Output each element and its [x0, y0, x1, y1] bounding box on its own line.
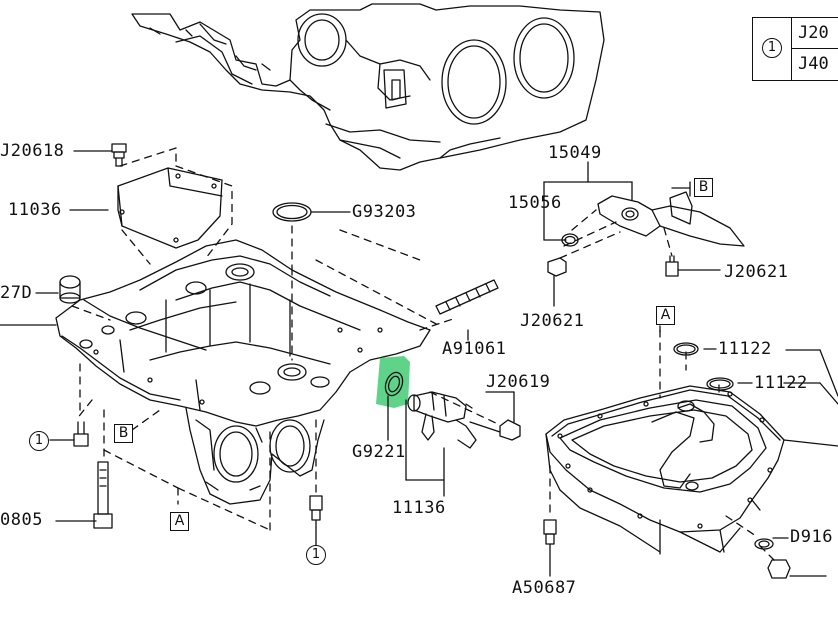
stud-a91061	[435, 279, 499, 341]
legend-symbol-cell: 1	[753, 18, 792, 80]
drain-plug-d916	[754, 537, 827, 579]
bolt-a50687	[543, 519, 557, 577]
label-g9221: G9221	[352, 442, 406, 462]
label-15056: 15056	[508, 193, 562, 213]
label-j20621-right: J20621	[724, 262, 789, 282]
label-j20618: J20618	[0, 141, 65, 161]
label-11122-upper: 11122	[718, 339, 772, 359]
label-0805: 0805	[0, 510, 43, 530]
label-15049: 15049	[548, 143, 602, 163]
legend-circle: 1	[762, 38, 782, 58]
label-j20619: J20619	[486, 372, 551, 392]
cover-11036	[69, 147, 233, 265]
label-11122-lower: 11122	[754, 373, 808, 393]
bolt-0805	[55, 461, 113, 529]
legend-table: 1 J20 J40	[752, 17, 838, 81]
label-j20621-center: J20621	[520, 311, 585, 331]
bolt-j20618	[73, 143, 127, 167]
label-a91061: A91061	[442, 339, 507, 359]
label-d916: D916	[790, 527, 833, 547]
ref-box-b-right: B	[694, 178, 713, 197]
label-27d: 27D	[0, 283, 33, 303]
o-ring-g9221	[376, 356, 410, 441]
label-a50687: A50687	[512, 578, 577, 598]
ref-circle-bottom: 1	[306, 545, 326, 565]
part-15049-15056	[543, 161, 745, 307]
legend-row-2: J40	[798, 54, 829, 74]
bolt-j20621-right	[665, 255, 721, 277]
engine-block-outline	[131, 3, 605, 171]
ref-box-a-center: A	[170, 512, 189, 531]
label-11036: 11036	[8, 200, 62, 220]
bolt-bottom-center	[309, 495, 323, 549]
ref-box-b-left: B	[114, 424, 133, 443]
bolt-j20619	[469, 391, 521, 441]
oil-pan-upper	[0, 239, 431, 505]
plug-27d	[35, 275, 111, 321]
strainer-11136	[405, 391, 477, 497]
gasket-g93203	[272, 202, 351, 222]
label-g93203: G93203	[352, 202, 417, 222]
label-11136: 11136	[392, 498, 446, 518]
ref-box-a-right: A	[656, 306, 675, 325]
ref-circle-left: 1	[29, 431, 49, 451]
legend-row-1: J20	[792, 18, 838, 49]
bolt-left-1	[49, 421, 89, 447]
oil-pan-lower	[545, 342, 838, 555]
